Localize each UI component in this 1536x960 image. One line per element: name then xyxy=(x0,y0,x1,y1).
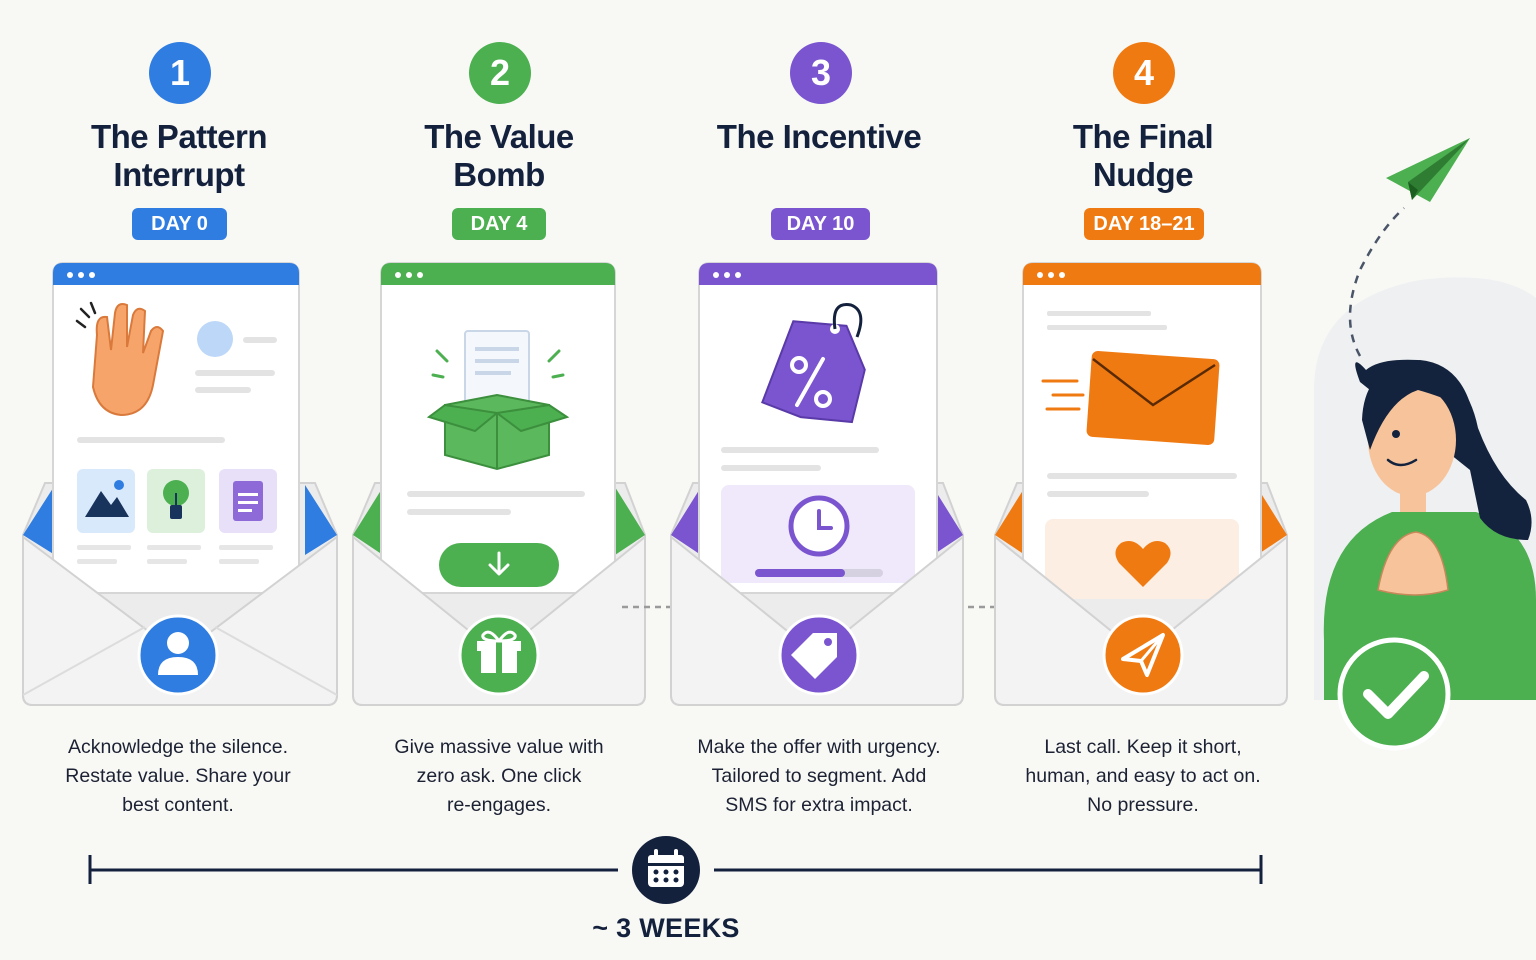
open-box-icon xyxy=(426,330,570,471)
clock-icon xyxy=(788,495,850,557)
download-icon xyxy=(439,543,559,587)
step-1-title: The Pattern Interrupt xyxy=(29,118,329,194)
step-4-title-line-2: Nudge xyxy=(1092,156,1194,193)
step-4-description: Last call. Keep it short, human, and eas… xyxy=(993,733,1293,820)
step-2-title: The Value Bomb xyxy=(349,118,649,194)
paper-plane-icon xyxy=(1386,138,1470,202)
step-2-email-card xyxy=(352,262,646,706)
step-1-email-card xyxy=(22,262,338,706)
step-2-number: 2 xyxy=(469,42,531,104)
success-illustration xyxy=(1314,138,1536,751)
checkmark-icon xyxy=(1337,637,1451,751)
step-2-day-badge: DAY 4 xyxy=(452,208,546,240)
step-4-description-line-3: No pressure. xyxy=(1087,794,1199,816)
step-4-description-line-1: Last call. Keep it short, xyxy=(1044,736,1242,758)
step-4-email-card xyxy=(994,262,1288,706)
calendar-icon xyxy=(632,836,700,904)
user-icon xyxy=(137,614,219,696)
discount-tag-icon xyxy=(761,303,866,424)
step-3-title: The Incentive xyxy=(669,118,969,156)
step-3-description-line-3: SMS for extra impact. xyxy=(725,794,913,816)
timeline-duration-label: ~ 3 WEEKS xyxy=(592,913,740,943)
envelope-icon xyxy=(1041,351,1220,445)
step-4-title: The Final Nudge xyxy=(993,118,1293,194)
step-2-description-line-2: zero ask. One click xyxy=(416,765,582,787)
step-1-day-badge: DAY 0 xyxy=(132,208,227,240)
step-2-description-line-1: Give massive value with xyxy=(394,736,604,758)
step-1-number: 1 xyxy=(149,42,211,104)
step-1-title-line-2: Interrupt xyxy=(113,156,245,193)
image-icon xyxy=(85,480,129,517)
step-2-description-line-3: re-engages. xyxy=(446,794,552,816)
step-2-title-line-1: The Value xyxy=(424,118,574,155)
step-4-title-line-1: The Final xyxy=(1072,118,1214,155)
step-3-day-badge: DAY 10 xyxy=(771,208,870,240)
step-1-description: Acknowledge the silence. Restate value. … xyxy=(28,733,328,820)
step-3-email-card xyxy=(670,262,964,706)
step-1-description-line-2: Restate value. Share your xyxy=(65,765,291,787)
heart-icon xyxy=(1115,541,1171,587)
step-2-title-line-2: Bomb xyxy=(453,156,545,193)
tag-icon xyxy=(778,614,860,696)
step-1-title-line-1: The Pattern xyxy=(90,118,268,155)
step-4-number: 4 xyxy=(1113,42,1175,104)
lightbulb-icon xyxy=(163,480,189,519)
gift-icon xyxy=(458,614,540,696)
paper-plane-icon xyxy=(1102,614,1184,696)
step-3-description: Make the offer with urgency. Tailored to… xyxy=(669,733,969,820)
step-4-day-badge: DAY 18–21 xyxy=(1084,208,1204,240)
waving-hand-icon xyxy=(75,301,165,417)
step-3-description-line-2: Tailored to segment. Add xyxy=(711,765,927,787)
step-3-number: 3 xyxy=(790,42,852,104)
step-1-description-line-1: Acknowledge the silence. xyxy=(67,736,289,758)
step-3-title-line-1: The Incentive xyxy=(716,118,922,155)
step-2-description: Give massive value with zero ask. One cl… xyxy=(349,733,649,820)
step-1-description-line-3: best content. xyxy=(122,794,234,816)
timeline xyxy=(88,855,1263,884)
step-3-description-line-1: Make the offer with urgency. xyxy=(697,736,941,758)
document-icon xyxy=(233,481,263,521)
step-4-description-line-2: human, and easy to act on. xyxy=(1025,765,1261,787)
